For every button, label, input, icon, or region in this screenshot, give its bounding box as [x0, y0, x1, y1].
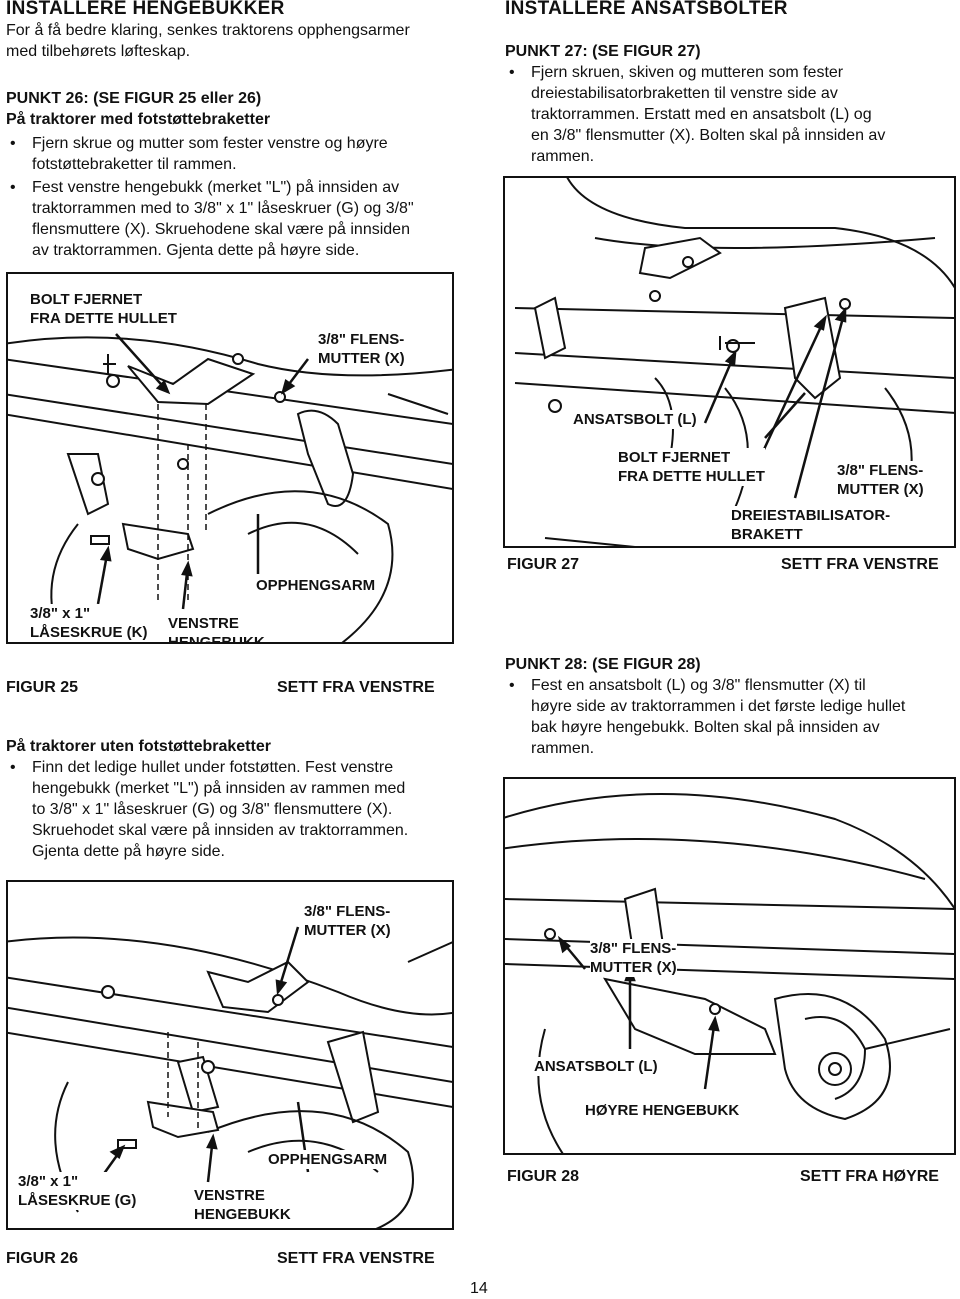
- section-heading-ansatsbolter: INSTALLERE ANSATSBOLTER: [505, 0, 788, 19]
- figure-26-drawing: [8, 926, 452, 1228]
- page-number: 14: [470, 1280, 488, 1297]
- intro-line: med tilbehørets løfteskap.: [6, 43, 191, 60]
- figure-27-illustration: ANSATSBOLT (L) BOLT FJERNET FRA DETTE HU…: [503, 176, 956, 548]
- list-item: Fest venstre hengebukk (merket "L") på i…: [6, 177, 466, 261]
- figure-28-view: SETT FRA HØYRE: [800, 1168, 939, 1185]
- figure-26-caption: FIGUR 26: [6, 1250, 79, 1267]
- label-lock-screw: 3/8" x 1" LÅSESKRUE (K): [30, 604, 148, 642]
- label-lock-screw: 3/8" x 1" LÅSESKRUE (G): [18, 1172, 137, 1210]
- label-shoulder-bolt: ANSATSBOLT (L): [534, 1057, 658, 1076]
- figure-25-caption: FIGUR 25: [6, 679, 79, 696]
- intro-text: For å få bedre klaring, senkes traktoren…: [6, 20, 456, 62]
- punkt28-title: PUNKT 28: (SE FIGUR 28): [505, 656, 701, 673]
- section-heading-hengebukker: INSTALLERE HENGEBUKKER: [6, 0, 285, 19]
- label-stabilizer-bracket: DREIESTABILISATOR- BRAKETT: [731, 506, 891, 544]
- punkt26-bullets: Fjern skrue og mutter som fester venstre…: [6, 133, 466, 261]
- punkt27-bullets: Fjern skruen, skiven og mutteren som fes…: [505, 62, 955, 167]
- no-footrest-bullets: Finn det ledige hullet under fotstøtten.…: [6, 757, 466, 862]
- figure-25-illustration: BOLT FJERNET FRA DETTE HULLET 3/8" FLENS…: [6, 272, 454, 644]
- punkt26-subtitle: På traktorer med fotstøttebraketter: [6, 111, 271, 128]
- figure-26-view: SETT FRA VENSTRE: [277, 1250, 435, 1267]
- list-item: Fjern skruen, skiven og mutteren som fes…: [505, 62, 955, 167]
- label-bolt-removed: BOLT FJERNET FRA DETTE HULLET: [618, 448, 765, 486]
- label-flange-nut: 3/8" FLENS- MUTTER (X): [318, 330, 405, 368]
- punkt26-title: PUNKT 26: (SE FIGUR 25 eller 26): [6, 90, 262, 107]
- list-item: Finn det ledige hullet under fotstøtten.…: [6, 757, 466, 862]
- label-left-bracket: VENSTRE HENGEBUKK: [194, 1186, 291, 1224]
- list-item: Fjern skrue og mutter som fester venstre…: [6, 133, 466, 175]
- figure-28-caption: FIGUR 28: [507, 1168, 580, 1185]
- figure-26-illustration: 3/8" FLENS- MUTTER (X) OPPHENGSARM 3/8" …: [6, 880, 454, 1230]
- figure-28-illustration: 3/8" FLENS- MUTTER (X) ANSATSBOLT (L) HØ…: [503, 777, 956, 1155]
- label-right-bracket: HØYRE HENGEBUKK: [585, 1101, 740, 1120]
- figure-25-view: SETT FRA VENSTRE: [277, 679, 435, 696]
- label-flange-nut: 3/8" FLENS- MUTTER (X): [590, 939, 677, 977]
- figure-28-drawing: [505, 793, 954, 1153]
- label-flange-nut: 3/8" FLENS- MUTTER (X): [837, 461, 924, 499]
- intro-line: For å få bedre klaring, senkes traktoren…: [6, 22, 410, 39]
- label-left-bracket: VENSTRE HENGEBUKK: [168, 614, 265, 642]
- punkt27-title: PUNKT 27: (SE FIGUR 27): [505, 43, 701, 60]
- label-suspension-arm: OPPHENGSARM: [268, 1150, 388, 1169]
- label-bolt-removed: BOLT FJERNET FRA DETTE HULLET: [30, 290, 177, 328]
- figure-27-drawing: [514, 178, 954, 546]
- label-suspension-arm: OPPHENGSARM: [256, 576, 376, 595]
- figure-27-caption: FIGUR 27: [507, 556, 580, 573]
- label-shoulder-bolt: ANSATSBOLT (L): [573, 410, 697, 429]
- punkt28-bullets: Fest en ansatsbolt (L) og 3/8" flensmutt…: [505, 675, 955, 759]
- figure-25-drawing: [8, 333, 452, 642]
- label-flange-nut: 3/8" FLENS- MUTTER (X): [304, 902, 391, 940]
- no-footrest-subtitle: På traktorer uten fotstøttebraketter: [6, 738, 271, 755]
- figure-27-view: SETT FRA VENSTRE: [781, 556, 939, 573]
- list-item: Fest en ansatsbolt (L) og 3/8" flensmutt…: [505, 675, 955, 759]
